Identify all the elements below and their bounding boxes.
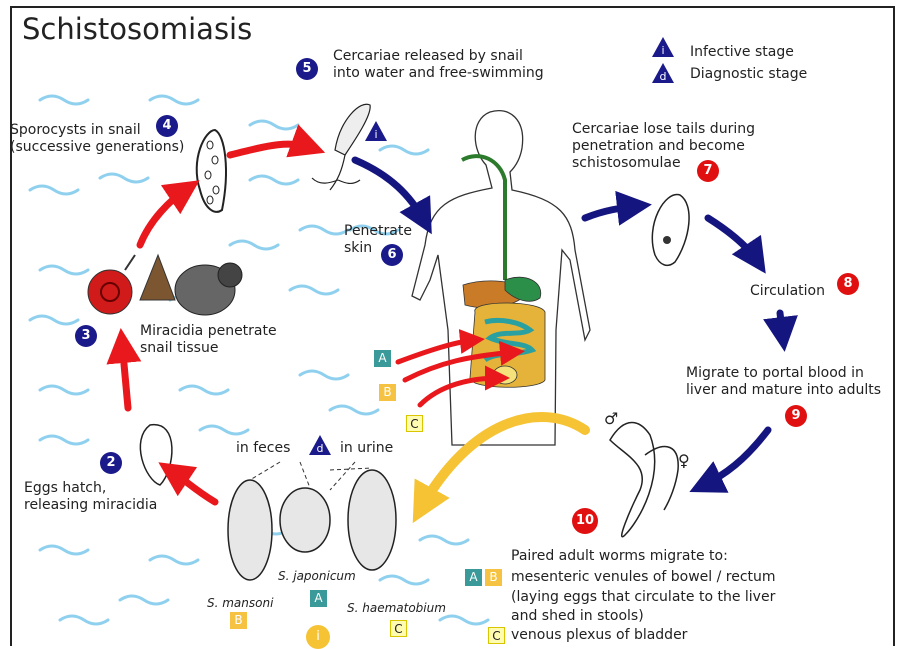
diagnostic-stage-icon: d	[651, 62, 675, 84]
human-body	[412, 111, 590, 445]
schistosomulum-illustration	[652, 195, 689, 266]
arrow-eggs-to-snail	[122, 342, 128, 408]
arrow-to-schistosomulae	[585, 206, 638, 218]
step-4-badge: 4	[156, 115, 178, 137]
egg-illustrations	[228, 470, 396, 580]
destination-line-4: venous plexus of bladder	[511, 627, 687, 644]
destination-line-3: and shed in stools)	[511, 608, 644, 625]
miracidium-illustration	[140, 425, 172, 485]
female-symbol: ♀	[678, 452, 690, 469]
arrow-cercaria-to-skin	[355, 160, 425, 222]
site-b-label: B	[379, 384, 396, 401]
legend-diagnostic-label: Diagnostic stage	[690, 66, 807, 83]
step-2-text: Eggs hatch, releasing miracidia	[24, 480, 157, 514]
destination-c-label: C	[488, 627, 505, 644]
step-9-badge: 9	[785, 405, 807, 427]
step-8-badge: 8	[837, 273, 859, 295]
destination-b-label: B	[485, 569, 502, 586]
in-feces-label: in feces	[236, 440, 290, 457]
step-10-text: Paired adult worms migrate to:	[511, 548, 728, 565]
step-6-badge: 6	[381, 244, 403, 266]
site-a-label: A	[374, 350, 391, 367]
cercaria-illustration	[312, 104, 370, 190]
arrow-sporocyst-to-cercaria	[230, 144, 312, 155]
species-infective-marker: i	[306, 625, 330, 649]
step-5-badge: 5	[296, 58, 318, 80]
arrow-to-portal	[780, 313, 783, 338]
sporocyst-illustration	[197, 130, 226, 212]
svg-text:d: d	[317, 442, 324, 455]
snail-illustrations	[88, 255, 242, 315]
infective-stage-icon: i	[651, 36, 675, 58]
step-7-badge: 7	[697, 160, 719, 182]
diagram-title: Schistosomiasis	[22, 12, 252, 46]
species-mansoni-letter: B	[230, 612, 247, 629]
destination-line-2: (laying eggs that circulate to the liver	[511, 589, 775, 606]
svg-text:i: i	[661, 44, 664, 57]
step-5-text: Cercariae released by snail into water a…	[333, 48, 544, 82]
step-2-badge: 2	[100, 452, 122, 474]
species-haematobium-letter: C	[390, 620, 407, 637]
species-mansoni-label: S. mansoni	[207, 596, 273, 610]
species-haematobium-label: S. haematobium	[347, 601, 446, 615]
male-symbol: ♂	[604, 410, 618, 427]
arrow-eggs-to-miracidia	[170, 470, 215, 502]
svg-text:i: i	[374, 128, 377, 141]
adult-worms-illustration	[610, 423, 678, 537]
step-3-badge: 3	[75, 325, 97, 347]
site-c-label: C	[406, 415, 423, 432]
svg-text:d: d	[660, 70, 667, 83]
destination-line-1: mesenteric venules of bowel / rectum	[511, 569, 776, 586]
eggs-diagnostic-icon: d	[308, 434, 332, 456]
step-10-badge: 10	[572, 508, 598, 534]
destination-a-label: A	[465, 569, 482, 586]
species-japonicum-letter: A	[310, 590, 327, 607]
arrow-to-circulation	[708, 218, 758, 262]
cercaria-infective-icon: i	[364, 120, 388, 142]
step-9-text: Migrate to portal blood in liver and mat…	[686, 365, 881, 399]
arrow-to-worms	[702, 430, 768, 486]
arrow-snail-to-sporocyst	[140, 188, 188, 245]
step-8-text: Circulation	[750, 283, 825, 300]
legend-infective-label: Infective stage	[690, 44, 794, 61]
step-3-text: Miracidia penetrate snail tissue	[140, 323, 277, 357]
arrow-to-eggs	[420, 417, 585, 510]
species-japonicum-label: S. japonicum	[278, 569, 356, 583]
step-7-text: Cercariae lose tails during penetration …	[572, 121, 755, 172]
in-urine-label: in urine	[340, 440, 393, 457]
